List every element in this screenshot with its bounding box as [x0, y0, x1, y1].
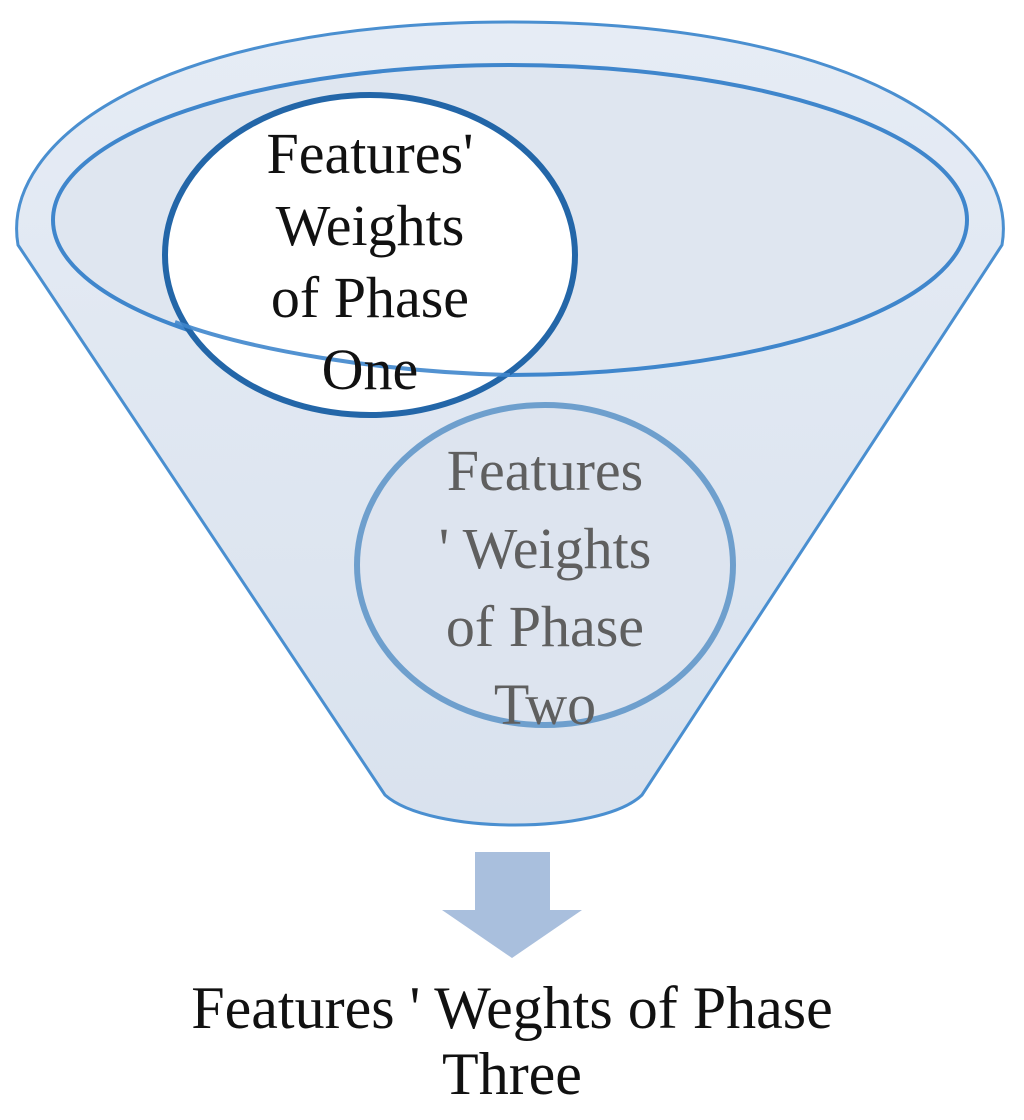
phase-two-line-2: ' Weights — [438, 516, 652, 581]
phase-two-line-3: of Phase — [445, 594, 645, 659]
phase-one-label: Features' Weights of Phase One — [185, 118, 555, 406]
phase-one-line-1: Features' — [266, 121, 474, 186]
phase-two-circle — [354, 402, 736, 728]
phase-one-line-2: Weights — [275, 193, 465, 258]
phase-two-label: Features ' Weights of Phase Two — [395, 432, 695, 744]
phase-two-line-1: Features — [446, 438, 644, 503]
phase-three-line-1: Features ' Weghts of Phase — [191, 975, 833, 1041]
down-arrow-icon — [442, 852, 582, 958]
phase-one-line-3: of Phase — [270, 265, 470, 330]
phase-one-circle — [162, 92, 578, 418]
funnel-rim-front — [174, 320, 511, 377]
phase-three-label: Features ' Weghts of Phase Three — [40, 975, 984, 1107]
phase-three-line-2: Three — [442, 1041, 582, 1107]
phase-two-line-4: Two — [493, 672, 597, 737]
phase-one-line-4: One — [321, 337, 419, 402]
